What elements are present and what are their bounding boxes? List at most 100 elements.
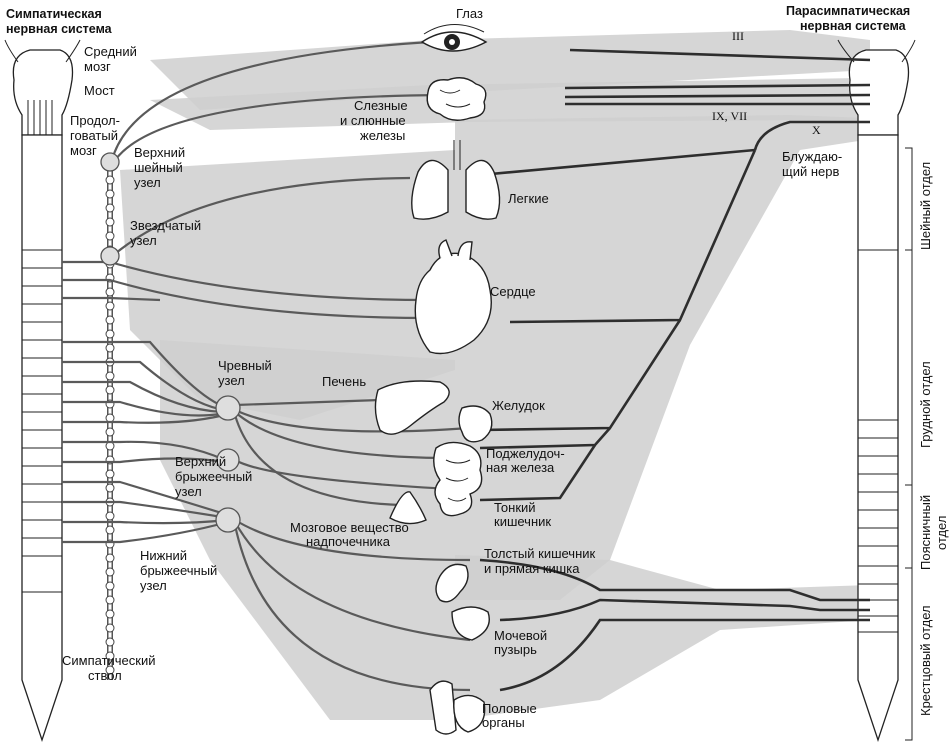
trunk-bead [105, 203, 115, 213]
para-cn9-7-a [564, 83, 871, 90]
liver-icon [374, 380, 450, 435]
trunk-bead [105, 609, 115, 619]
trunk-label-2: ствол [88, 668, 122, 683]
colon-icon [435, 563, 469, 603]
medulla-label-3: мозг [70, 143, 97, 158]
trunk-bead [105, 343, 115, 353]
trunk-label-1: Симпатический [62, 653, 156, 668]
large-intestine-label-2: и прямая кишка [484, 561, 580, 576]
trunk-bead [105, 525, 115, 535]
glands-label-2: и слюнные [340, 113, 406, 128]
trunk-bead [105, 581, 115, 591]
cranial-nerve-3-label: III [732, 29, 744, 43]
trunk-bead [105, 511, 115, 521]
glands-icon [426, 77, 487, 121]
vagus-to-lungs [479, 148, 756, 177]
adrenal-label-2: надпочечника [306, 534, 391, 549]
trunk-bead [105, 301, 115, 311]
sup-cervical-label-2: шейный [134, 160, 183, 175]
symp-to-heart-1 [62, 260, 431, 302]
genitals-icon [429, 680, 486, 735]
bracket-lumbar [905, 484, 913, 569]
intestine-icon [433, 441, 483, 517]
cranial-nerve-9-7-label: IX, VII [712, 109, 747, 123]
vagus-to-intestine [479, 444, 597, 502]
small-intestine-label-2: кишечник [494, 514, 551, 529]
midbrain-label-1: Средний [84, 44, 137, 59]
celiac-to-stomach [234, 409, 471, 433]
small-intestine-label-1: Тонкий [494, 500, 536, 515]
stomach-label: Желудок [492, 398, 545, 413]
parasympathetic-nerves [479, 48, 871, 692]
superior-cervical-ganglion [100, 152, 120, 172]
trunk-bead [105, 217, 115, 227]
sup-cervical-label-1: Верхний [134, 145, 185, 160]
heart-icon [414, 239, 492, 355]
organs [374, 23, 501, 735]
trunk-bead [105, 665, 115, 675]
celiac-ganglion [215, 395, 241, 421]
trunk-bead [105, 315, 115, 325]
trunk-bead [105, 637, 115, 647]
trunk-bead [105, 595, 115, 605]
adrenal-label-1: Мозговое вещество [290, 520, 409, 535]
stomach-icon [458, 405, 493, 443]
lungs-icon [411, 140, 501, 220]
band-sacral [455, 555, 870, 720]
heart-label: Сердце [490, 284, 536, 299]
large-intestine-label-1: Толстый кишечник [484, 546, 596, 561]
inf-mesenteric-label-2: брыжеечный [140, 563, 217, 578]
inf-mesenteric-label-3: узел [140, 578, 167, 593]
parasympathetic-spinal-cord [837, 39, 916, 743]
infmes-to-bladder [234, 521, 471, 642]
region-brackets [905, 147, 913, 741]
supmes-to-intestine [234, 459, 471, 492]
eye-label: Глаз [456, 6, 483, 21]
trunk-bead [105, 189, 115, 199]
sup-mesenteric-label-2: брыжеечный [175, 469, 252, 484]
trunk-bead [105, 371, 115, 381]
sup-cervical-label-3: узел [134, 175, 161, 190]
celiac-to-pancreas [234, 411, 471, 460]
trunk-bead [105, 427, 115, 437]
bladder-label-2: пузырь [494, 642, 537, 657]
sympathetic-title-1: Симпатическая [6, 7, 102, 21]
band-eye [150, 30, 870, 110]
superior-mesenteric-ganglion [216, 448, 240, 472]
adrenal-icon [389, 491, 427, 525]
para-cn9-7-b [564, 93, 871, 99]
cervical-region-label: Шейный отдел [918, 162, 933, 250]
pancreas-label-2: ная железа [486, 460, 555, 475]
celiac-to-liver [234, 398, 381, 407]
glands-label-1: Слезные [354, 98, 408, 113]
pancreas-label-1: Поджелудоч- [486, 446, 565, 461]
midbrain-label-2: мозг [84, 59, 111, 74]
lumbar-region-label-2: отдел [934, 516, 949, 550]
trunk-bead [105, 329, 115, 339]
left-spinal-column [21, 134, 63, 743]
para-cn3-eye [569, 48, 871, 62]
trunk-bead [105, 553, 115, 563]
celiac-to-adrenal [233, 414, 401, 507]
medulla-label-2: говатый [70, 128, 118, 143]
labels: Симпатическая нервная система Парасимпат… [6, 4, 949, 730]
stellate-ganglion [100, 246, 120, 266]
inf-mesenteric-label-1: Нижний [140, 548, 187, 563]
pons-label: Мост [84, 83, 115, 98]
lungs-label: Легкие [508, 191, 549, 206]
ganglia [100, 152, 241, 533]
trunk-bead [105, 287, 115, 297]
symp-to-glands [111, 93, 441, 166]
parasympathetic-title-1: Парасимпатическая [786, 4, 910, 18]
sympathetic-title-2: нервная система [6, 22, 113, 36]
band-vagus [455, 115, 865, 600]
left-brain-outline [4, 39, 19, 63]
infmes-to-colon [234, 519, 471, 562]
vagus-label-1: Блуждаю- [782, 149, 842, 164]
medulla-label-1: Продол- [70, 113, 120, 128]
symp-to-lungs [109, 176, 411, 259]
sup-mesenteric-label-1: Верхний [175, 454, 226, 469]
symp-to-heart-2 [62, 278, 431, 320]
bracket-sacral [905, 567, 913, 741]
